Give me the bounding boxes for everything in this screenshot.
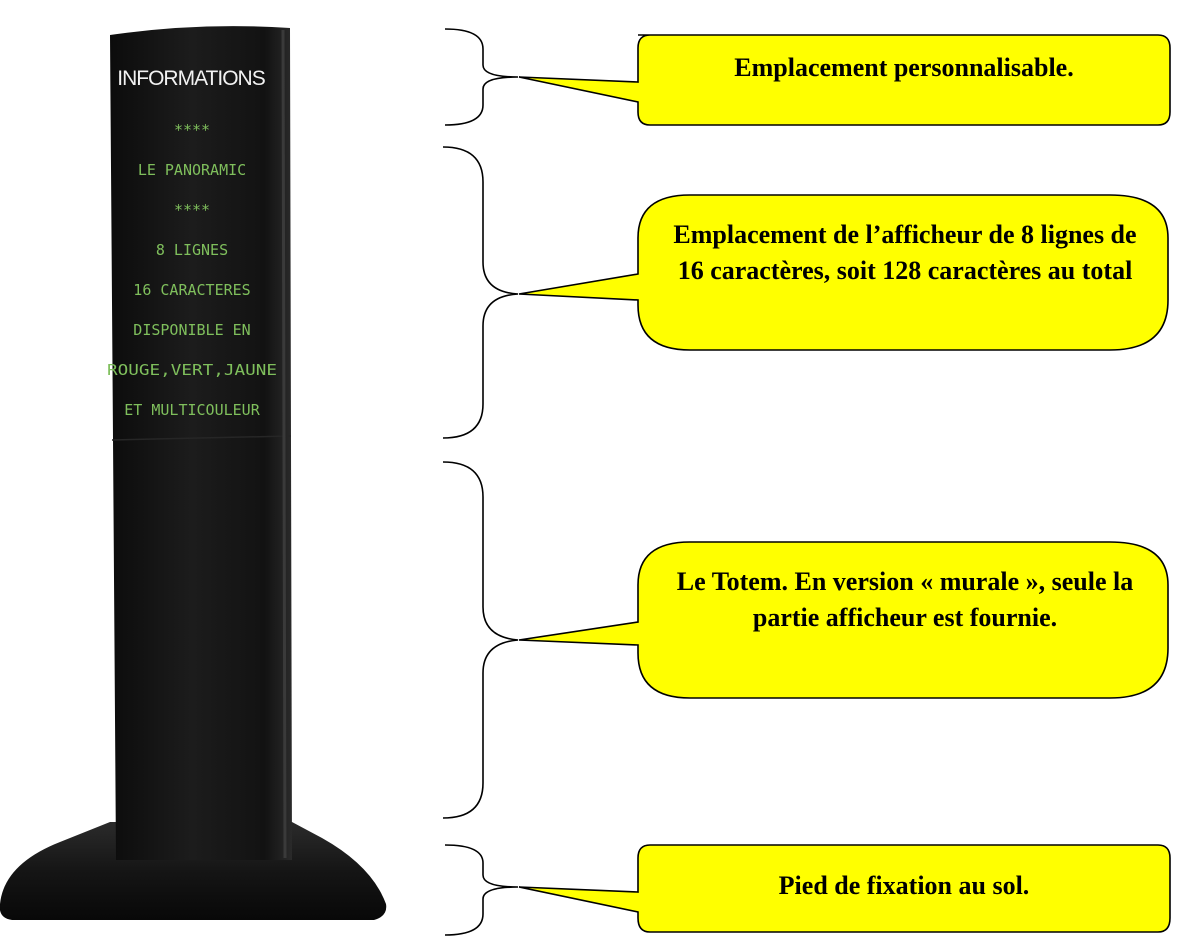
brace-personnalisable [444,28,519,126]
callout-bubbles [518,34,1171,933]
led-display: **** LE PANORAMIC **** 8 LIGNES 16 CARACTERE… [107,121,277,419]
totem-body [110,26,292,860]
brace-totem [442,461,519,819]
led-line: **** [174,121,210,139]
led-line: ROUGE,VERT,JAUNE [107,361,277,379]
callout-pied: Pied de fixation au sol. [778,871,1030,900]
led-line: 8 LIGNES [156,241,228,259]
totem-panel-seam [111,435,292,441]
callout-bubble-4 [518,844,1171,933]
callout-bubble-1 [518,34,1171,126]
totem-edge-highlight [281,29,287,859]
led-line: LE PANORAMIC [138,161,246,179]
led-line: DISPONIBLE EN [133,321,250,339]
totem-stand: INFORMATIONS **** LE PANORAMIC **** 8 LIGNE… [0,26,387,920]
led-line: 16 CARACTERES [133,281,250,299]
totem-header: INFORMATIONS [117,67,265,90]
led-line: ET MULTICOULEUR [124,401,260,419]
led-line: **** [174,201,210,219]
callout-bubble-3 [518,541,1169,699]
callout-bubble-2 [518,194,1169,351]
callout-personnalisable: Emplacement personnalisable. [734,53,1074,82]
brace-afficheur [442,146,519,439]
callout-afficheur: Emplacement de l’afficheur de 8 lignes d… [673,220,1137,285]
braces [442,28,519,936]
brace-pied [444,844,519,936]
callout-totem: Le Totem. En version « murale », seule l… [676,567,1134,632]
